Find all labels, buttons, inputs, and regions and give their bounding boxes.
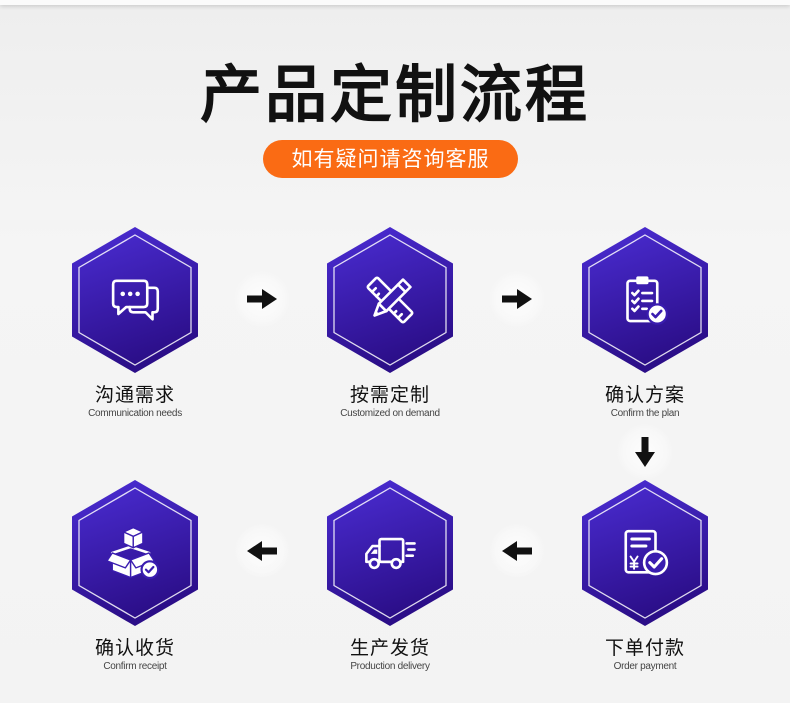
pencil-ruler-icon bbox=[366, 276, 414, 324]
step-confirm-the-plan: 确认方案 Confirm the plan bbox=[582, 227, 708, 419]
hexagon-badge bbox=[582, 480, 708, 626]
step-subtitle: Customized on demand bbox=[340, 408, 440, 419]
page-title: 产品定制流程 bbox=[199, 58, 590, 131]
arrow-left-icon bbox=[234, 523, 290, 579]
step-subtitle: Confirm the plan bbox=[610, 408, 680, 419]
arrow-left-icon bbox=[489, 523, 545, 579]
yen-bill-check-icon bbox=[624, 529, 669, 576]
box-check-icon bbox=[106, 526, 160, 580]
top-divider bbox=[0, 0, 790, 5]
step-production-delivery: 生产发货 Production delivery bbox=[327, 480, 453, 672]
hexagon-badge bbox=[327, 480, 453, 626]
arrow-right-icon bbox=[489, 271, 545, 327]
arrow-down-icon bbox=[617, 424, 673, 480]
hexagon-badge bbox=[72, 480, 198, 626]
arrow-right-icon bbox=[234, 271, 290, 327]
step-title: 确认方案 bbox=[604, 384, 685, 406]
step-subtitle: Communication needs bbox=[88, 408, 182, 419]
step-subtitle: Order payment bbox=[613, 661, 677, 672]
clipboard-check-icon bbox=[626, 276, 668, 325]
step-customized-on-demand: 按需定制 Customized on demand bbox=[327, 227, 453, 419]
chat-bubbles-icon bbox=[111, 279, 160, 321]
customer-service-pill: 如有疑问请咨询客服 bbox=[263, 140, 518, 178]
step-title: 生产发货 bbox=[349, 637, 430, 659]
step-title: 按需定制 bbox=[349, 384, 430, 406]
delivery-truck-icon bbox=[365, 537, 416, 570]
step-subtitle: Confirm receipt bbox=[103, 661, 167, 672]
step-communication-needs: 沟通需求 Communication needs bbox=[72, 227, 198, 419]
hexagon-badge bbox=[72, 227, 198, 373]
step-order-payment: 下单付款 Order payment bbox=[582, 480, 708, 672]
step-subtitle: Production delivery bbox=[350, 661, 430, 672]
step-title: 沟通需求 bbox=[94, 384, 175, 406]
step-title: 下单付款 bbox=[604, 637, 685, 659]
step-confirm-receipt: 确认收货 Confirm receipt bbox=[72, 480, 198, 672]
step-title: 确认收货 bbox=[94, 637, 175, 659]
